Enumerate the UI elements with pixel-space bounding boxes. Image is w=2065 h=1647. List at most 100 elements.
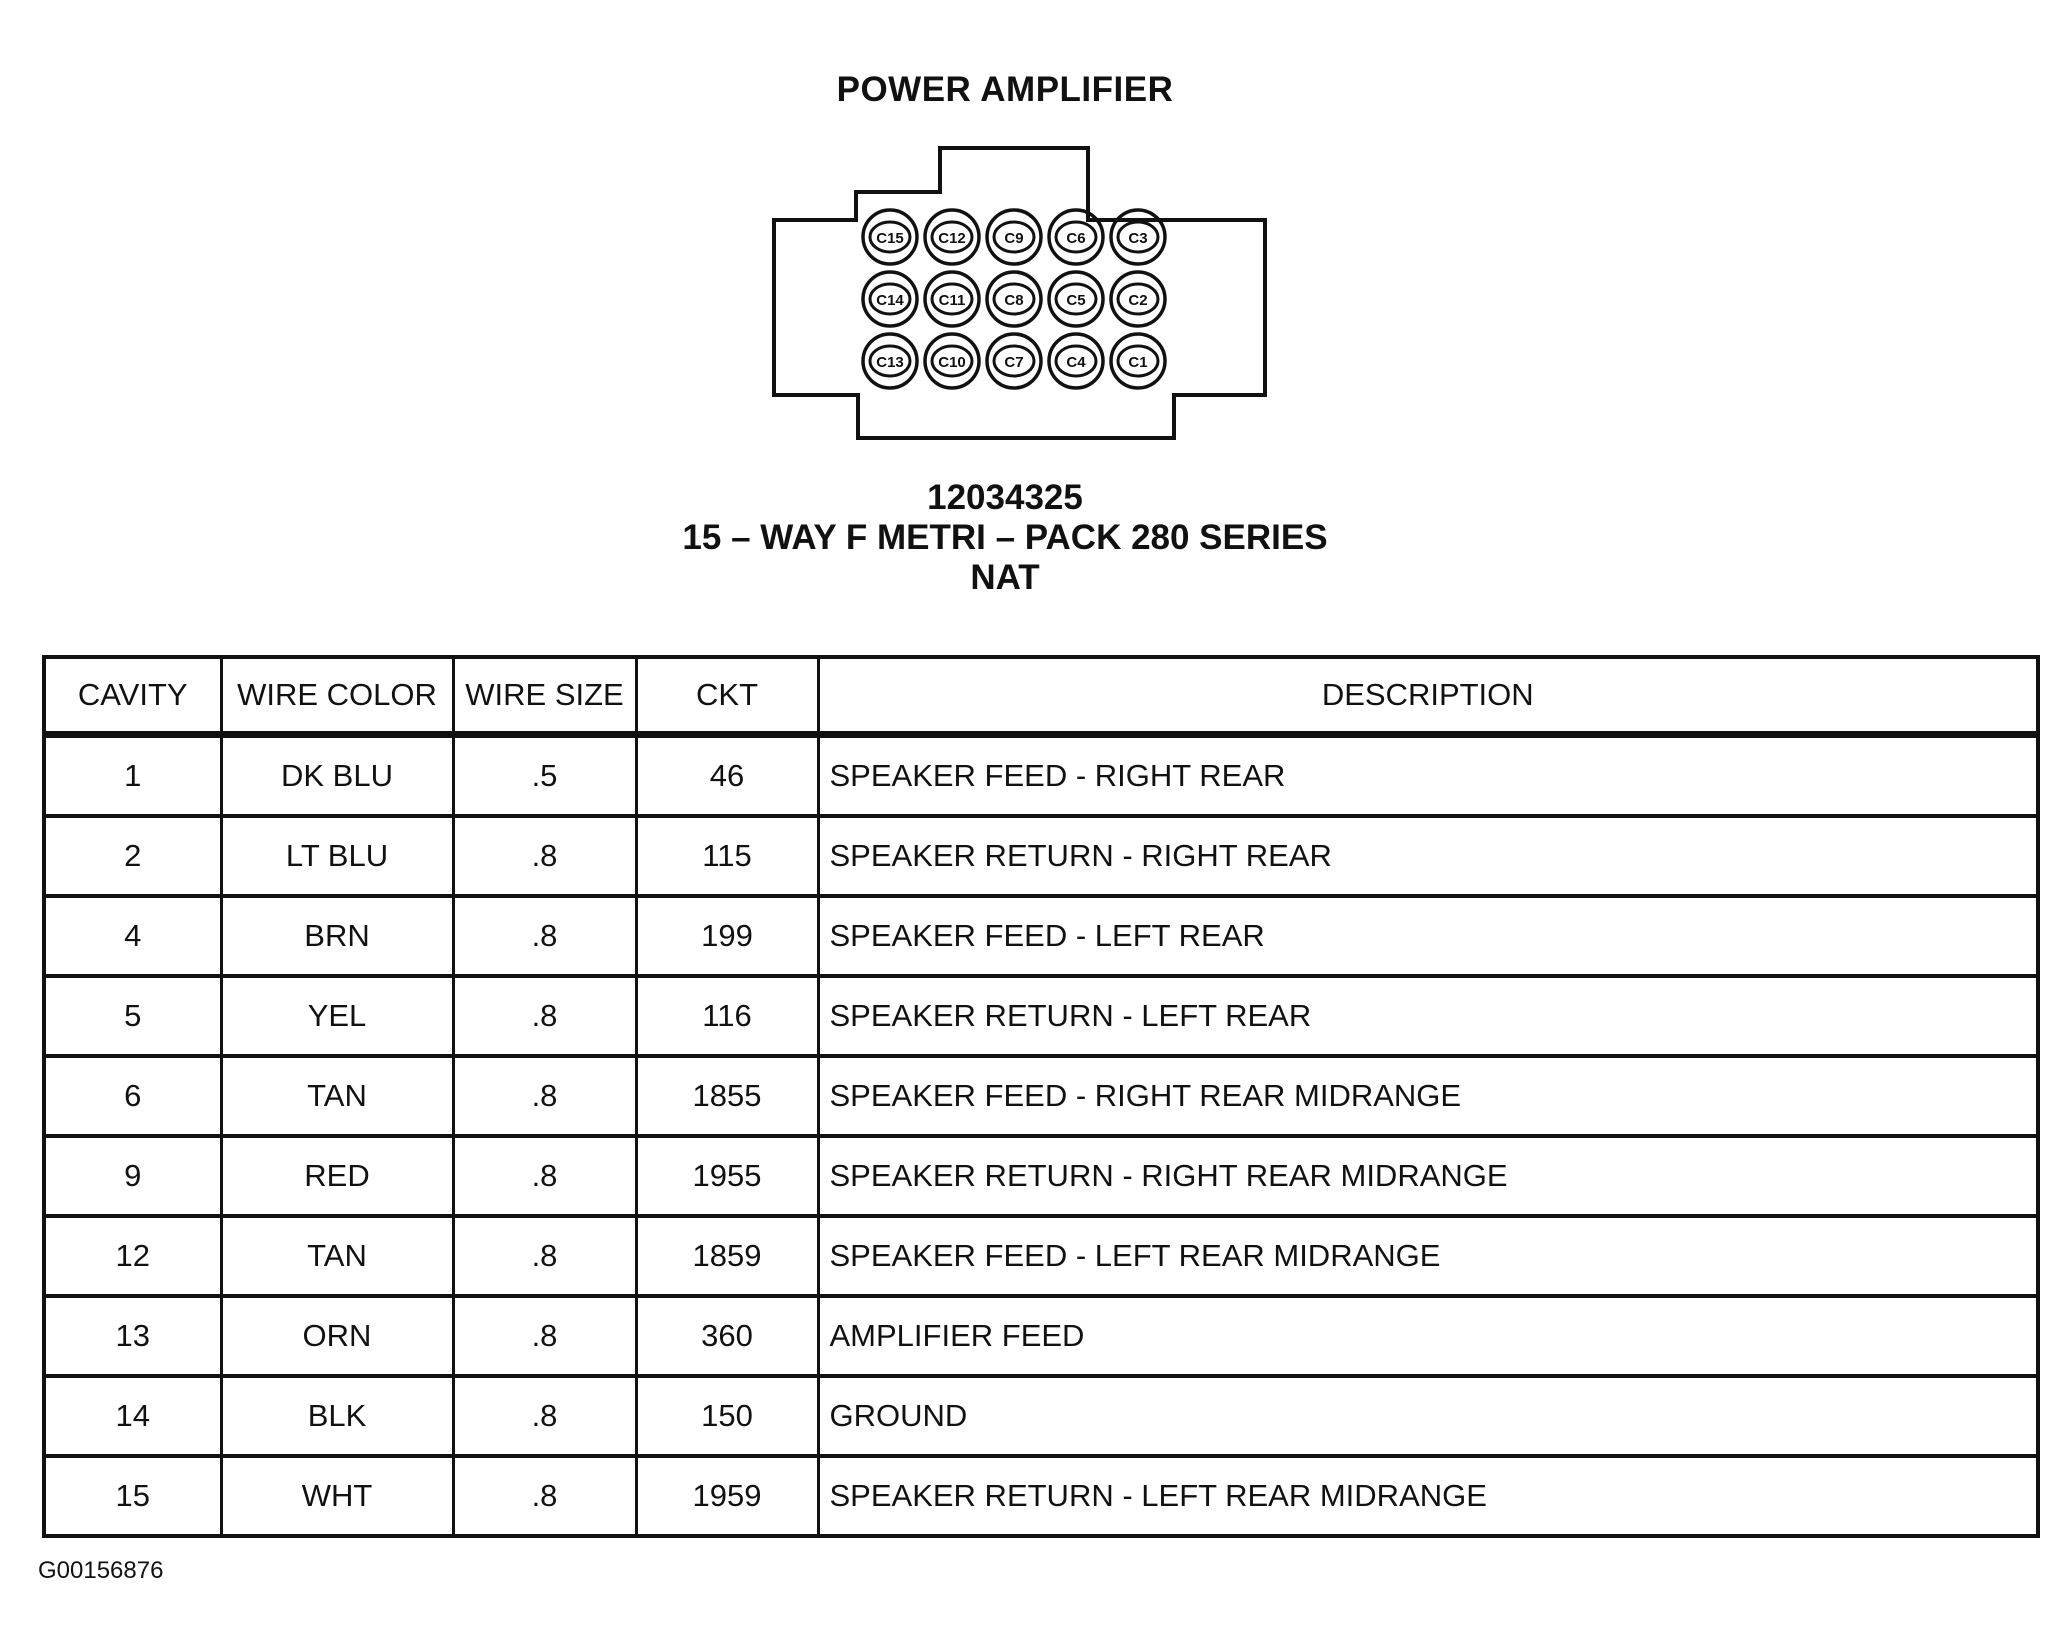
cell-wire-size: .8: [451, 894, 638, 978]
cell-wire-size: .8: [451, 1454, 638, 1538]
cavity-circle: [985, 208, 1043, 266]
cell-ckt: 199: [634, 894, 820, 978]
cell-wire-size: .8: [451, 1054, 638, 1138]
cell-ckt: 360: [634, 1294, 820, 1378]
cavity-label: C2: [1128, 292, 1147, 309]
cavity-circle: [861, 208, 919, 266]
cavity-inner-ring: [992, 282, 1036, 316]
diagram-title: POWER AMPLIFIER: [836, 70, 1174, 109]
header-ckt: CKT: [634, 655, 820, 738]
cell-ckt: 46: [634, 733, 820, 818]
cavity-inner-ring: [930, 282, 974, 316]
cell-wire-color: TAN: [219, 1054, 455, 1138]
cell-description: SPEAKER RETURN - RIGHT REAR MIDRANGE: [816, 1134, 2040, 1218]
cell-cavity: 1: [42, 733, 223, 818]
header-description: DESCRIPTION: [816, 655, 2040, 738]
cavity-inner-ring: [1116, 344, 1160, 378]
cell-ckt: 1955: [634, 1134, 820, 1218]
cavity-inner-ring: [1116, 282, 1160, 316]
cell-description: SPEAKER RETURN - LEFT REAR: [816, 974, 2040, 1058]
connector-color: NAT: [970, 558, 1040, 597]
cell-cavity: 6: [42, 1054, 223, 1138]
cell-ckt: 150: [634, 1374, 820, 1458]
cavity-inner-ring: [1054, 282, 1098, 316]
cavity-inner-ring: [930, 220, 974, 254]
cell-description: SPEAKER FEED - RIGHT REAR: [816, 733, 2040, 818]
cell-wire-color: LT BLU: [219, 814, 455, 898]
cell-cavity: 9: [42, 1134, 223, 1218]
cell-description: SPEAKER RETURN - RIGHT REAR: [816, 814, 2040, 898]
cavity-inner-ring: [992, 344, 1036, 378]
header-wire-color: WIRE COLOR: [219, 655, 455, 738]
cell-cavity: 14: [42, 1374, 223, 1458]
figure-id: G00156876: [38, 1557, 164, 1584]
cell-description: SPEAKER FEED - LEFT REAR: [816, 894, 2040, 978]
cell-ckt: 1959: [634, 1454, 820, 1538]
table-header-row: CAVITY WIRE COLOR WIRE SIZE CKT DESCRIPT…: [42, 655, 2040, 738]
cavity-inner-ring: [992, 220, 1036, 254]
cell-wire-color: ORN: [219, 1294, 455, 1378]
cell-wire-size: .5: [451, 733, 638, 818]
cell-wire-color: RED: [219, 1134, 455, 1218]
cavity-circle: [1047, 270, 1105, 328]
cell-cavity: 12: [42, 1214, 223, 1298]
cell-cavity: 5: [42, 974, 223, 1058]
cavity-inner-ring: [868, 282, 912, 316]
cavity-circle: [861, 270, 919, 328]
connector-type: 15 – WAY F METRI – PACK 280 SERIES: [682, 518, 1328, 557]
cell-wire-color: YEL: [219, 974, 455, 1058]
cavity-inner-ring: [868, 220, 912, 254]
cell-cavity: 15: [42, 1454, 223, 1538]
cavity-circle: [923, 332, 981, 390]
cavity-label: C7: [1004, 354, 1023, 371]
cell-wire-color: BRN: [219, 894, 455, 978]
cavity-label: C11: [939, 292, 966, 309]
cell-cavity: 4: [42, 894, 223, 978]
cavity-label: C6: [1066, 230, 1085, 247]
cell-ckt: 1855: [634, 1054, 820, 1138]
cavity-circle: [923, 270, 981, 328]
cell-wire-size: .8: [451, 1294, 638, 1378]
cell-wire-size: .8: [451, 1134, 638, 1218]
cavity-label: C4: [1066, 354, 1086, 371]
cavity-label: C10: [938, 354, 966, 371]
cell-wire-size: .8: [451, 1374, 638, 1458]
cell-description: SPEAKER RETURN - LEFT REAR MIDRANGE: [816, 1454, 2040, 1538]
cavity-label: C3: [1128, 230, 1147, 247]
cell-ckt: 116: [634, 974, 820, 1058]
cavity-inner-ring: [930, 344, 974, 378]
cavity-circle: [1109, 208, 1167, 266]
cavity-circle: [1109, 270, 1167, 328]
cell-description: SPEAKER FEED - LEFT REAR MIDRANGE: [816, 1214, 2040, 1298]
cavity-circle: [923, 208, 981, 266]
cavity-inner-ring: [1054, 344, 1098, 378]
cell-wire-size: .8: [451, 974, 638, 1058]
connector-outline: [772, 146, 1267, 440]
cavity-circle: [985, 332, 1043, 390]
cell-description: AMPLIFIER FEED: [816, 1294, 2040, 1378]
cavity-circle: [1047, 332, 1105, 390]
cavity-inner-ring: [1054, 220, 1098, 254]
cavity-label: C8: [1004, 292, 1023, 309]
cavity-circle: [1109, 332, 1167, 390]
cell-cavity: 2: [42, 814, 223, 898]
cell-wire-size: .8: [451, 1214, 638, 1298]
cell-wire-color: TAN: [219, 1214, 455, 1298]
cell-ckt: 1859: [634, 1214, 820, 1298]
cell-wire-size: .8: [451, 814, 638, 898]
cavity-inner-ring: [1116, 220, 1160, 254]
cavity-circle: [861, 332, 919, 390]
cavity-label: C12: [938, 230, 966, 247]
part-info-block: 12034325 15 – WAY F METRI – PACK 280 SER…: [0, 478, 2010, 598]
